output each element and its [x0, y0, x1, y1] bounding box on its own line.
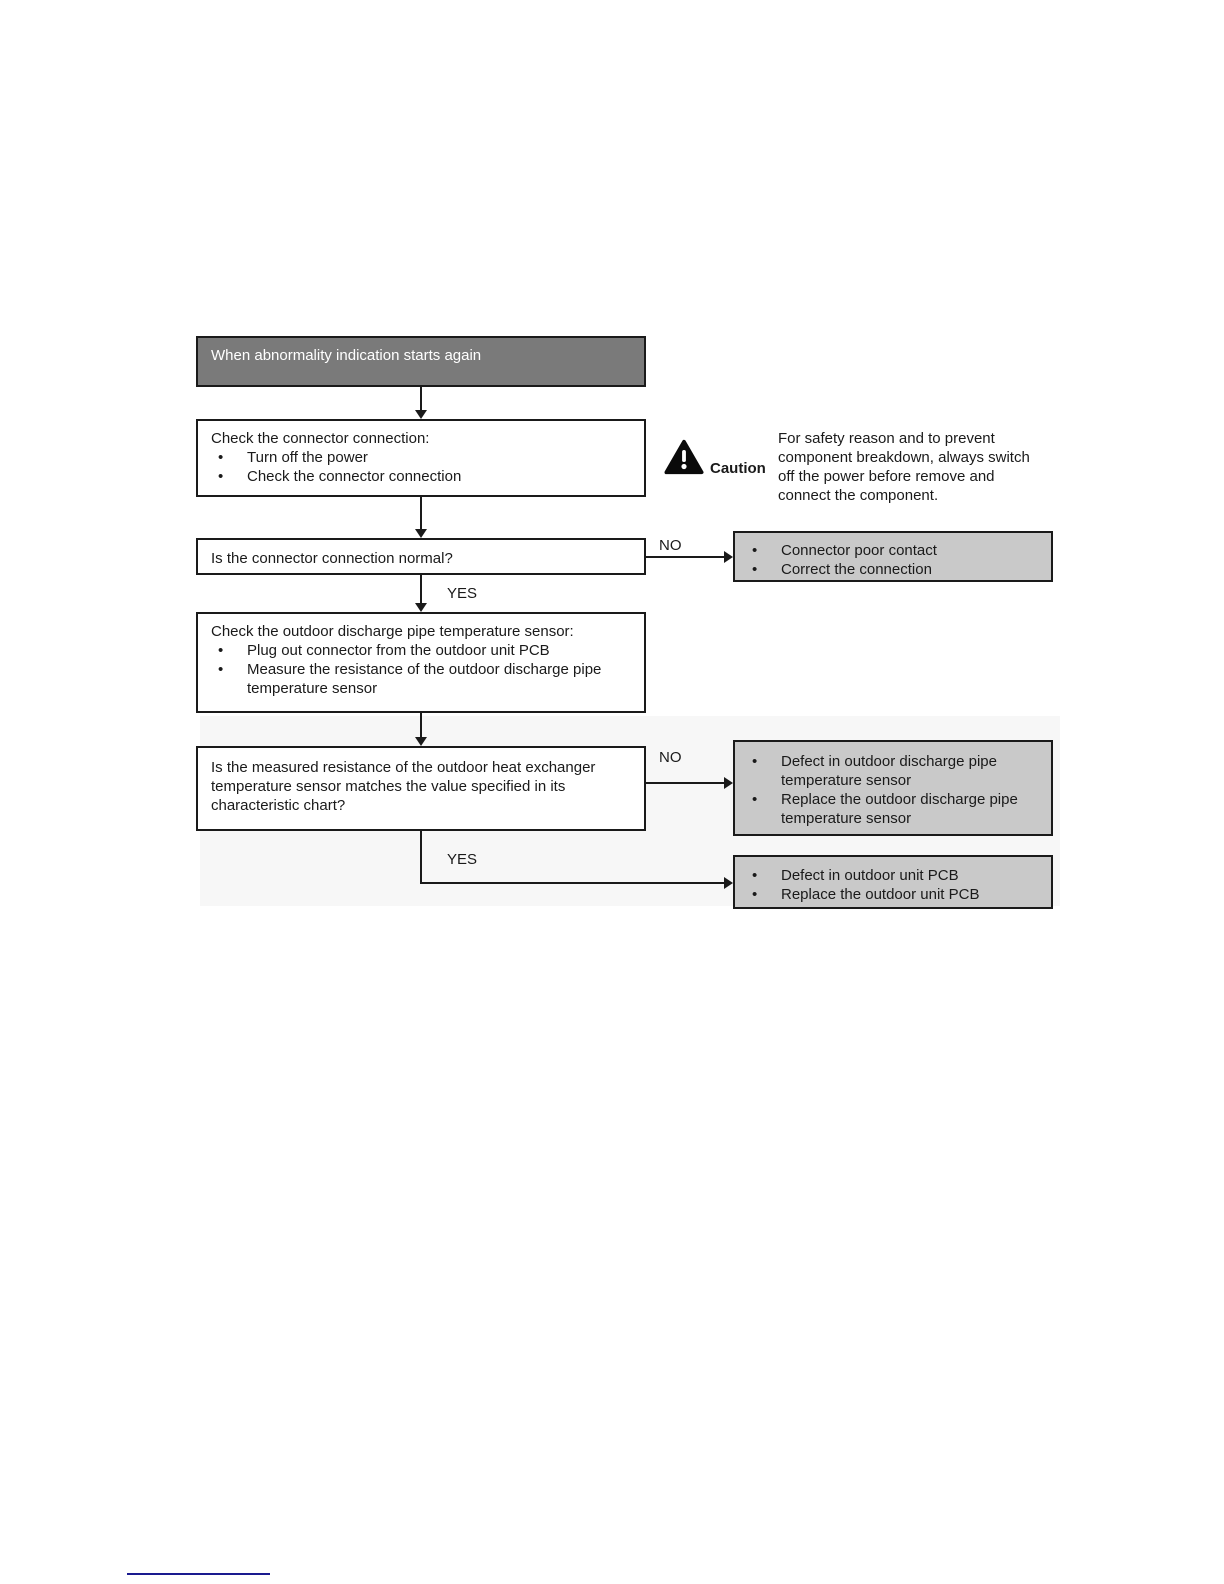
bullet-dot — [211, 467, 247, 486]
list-item: Check the connector connection — [211, 467, 631, 486]
arrowhead-down-2 — [415, 529, 427, 538]
list-item: Correct the connection — [745, 560, 1041, 579]
arrowhead-right-3 — [724, 877, 733, 889]
result-sensor-defect-box: Defect in outdoor discharge pipe tempera… — [733, 740, 1053, 836]
arrowhead-down-1 — [415, 410, 427, 419]
arrow-line-no-1 — [646, 556, 724, 558]
arrow-line-no-2 — [646, 782, 724, 784]
result-poor-contact-bullet-1: Connector poor contact — [781, 542, 937, 559]
bullet-dot — [745, 885, 781, 904]
result-pcb-defect-box: Defect in outdoor unit PCB Replace the o… — [733, 855, 1053, 909]
arrow-line-yes-2-vertical — [420, 831, 422, 884]
check-sensor-box: Check the outdoor discharge pipe tempera… — [196, 612, 646, 713]
arrow-line-check-to-question-2 — [420, 713, 422, 739]
list-item: Plug out connector from the outdoor unit… — [211, 641, 631, 660]
list-item: Replace the outdoor unit PCB — [745, 885, 1041, 904]
label-no-1: NO — [659, 537, 682, 554]
list-item: Turn off the power — [211, 448, 631, 467]
result-pcb-defect-bullet-1: Defect in outdoor unit PCB — [781, 867, 959, 884]
check-sensor-bullet-2: Measure the resistance of the outdoor di… — [247, 661, 602, 697]
arrow-line-yes-2-horizontal — [420, 882, 724, 884]
list-item: Replace the outdoor discharge pipe tempe… — [745, 790, 1041, 828]
arrowhead-down-4 — [415, 737, 427, 746]
bullet-dot — [745, 752, 781, 790]
start-label: When abnormality indication starts again — [211, 347, 482, 364]
check-sensor-bullet-1: Plug out connector from the outdoor unit… — [247, 642, 550, 659]
list-item: Defect in outdoor discharge pipe tempera… — [745, 752, 1041, 790]
list-item: Connector poor contact — [745, 541, 1041, 560]
bullet-dot — [211, 660, 247, 698]
arrow-line-check-to-question-1 — [420, 497, 422, 530]
result-sensor-defect-bullet-2: Replace the outdoor discharge pipe tempe… — [781, 791, 1018, 827]
bullet-dot — [745, 560, 781, 579]
bullet-dot — [211, 641, 247, 660]
question-connector-box: Is the connector connection normal? — [196, 538, 646, 575]
bullet-dot — [745, 790, 781, 828]
caution-note: For safety reason and to prevent compone… — [778, 430, 1030, 504]
label-yes-1: YES — [447, 585, 478, 602]
check-connector-bullet-1: Turn off the power — [247, 449, 368, 466]
result-sensor-defect-bullet-1: Defect in outdoor discharge pipe tempera… — [781, 753, 997, 789]
result-pcb-defect-bullet-2: Replace the outdoor unit PCB — [781, 886, 980, 903]
list-item: Defect in outdoor unit PCB — [745, 866, 1041, 885]
check-connector-title: Check the connector connection: — [211, 430, 430, 447]
label-yes-2: YES — [447, 851, 478, 868]
label-no-2: NO — [659, 749, 682, 766]
check-sensor-title: Check the outdoor discharge pipe tempera… — [211, 623, 574, 640]
arrowhead-right-2 — [724, 777, 733, 789]
arrowhead-right-1 — [724, 551, 733, 563]
caution-label: Caution — [710, 460, 766, 477]
question-resistance-text: Is the measured resistance of the outdoo… — [211, 759, 596, 814]
check-connector-bullet-2: Check the connector connection — [247, 468, 462, 485]
question-connector-text: Is the connector connection normal? — [211, 550, 453, 567]
bullet-dot — [211, 448, 247, 467]
result-poor-contact-bullet-2: Correct the connection — [781, 561, 932, 578]
bullet-dot — [745, 866, 781, 885]
arrow-line-yes-1 — [420, 575, 422, 605]
check-connector-box: Check the connector connection: Turn off… — [196, 419, 646, 497]
bullet-dot — [745, 541, 781, 560]
arrow-line-start-to-check-connector — [420, 387, 422, 412]
result-poor-contact-box: Connector poor contact Correct the conne… — [733, 531, 1053, 582]
list-item: Measure the resistance of the outdoor di… — [211, 660, 631, 698]
start-box: When abnormality indication starts again — [196, 336, 646, 387]
question-resistance-box: Is the measured resistance of the outdoo… — [196, 746, 646, 831]
arrowhead-down-3 — [415, 603, 427, 612]
caution-icon — [664, 438, 704, 478]
footer-link[interactable] — [127, 1573, 270, 1575]
